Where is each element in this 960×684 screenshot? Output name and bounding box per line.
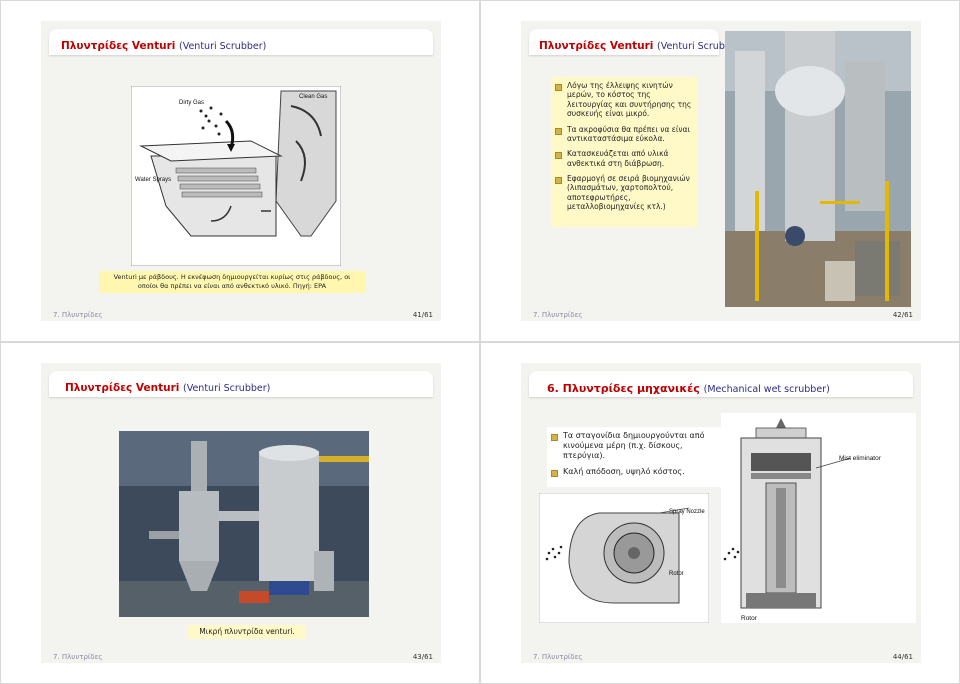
title-main: Πλυντρίδες Venturi (61, 40, 176, 52)
slide-44-canvas: 6. Πλυντρίδες μηχανικές (Mechanical wet … (521, 363, 921, 663)
slide-42-canvas: Πλυντρίδες Venturi (Venturi Scrubber) Λό… (521, 21, 921, 321)
bullet-item: Τα σταγονίδια δημιουργούνται από κινούμε… (551, 431, 723, 461)
title-sub: (Venturi Scrubber) (657, 41, 745, 52)
caption-text: Venturi με ράβδους. Η εκνέφωση δημιουργε… (113, 273, 351, 290)
water-sprays-label: Water Sprays (135, 177, 171, 183)
bullet-list: Τα σταγονίδια δημιουργούνται από κινούμε… (551, 431, 723, 477)
footer-section: 7. Πλυντρίδες (53, 311, 103, 319)
spray-nozzle-label: Spray Nozzle (669, 509, 705, 515)
rotor-bottom-label: Rotor (741, 615, 758, 622)
title-bar (529, 371, 913, 397)
footer-section: 7. Πλυντρίδες (533, 311, 583, 319)
title-bar (49, 371, 433, 397)
slide-title: Πλυντρίδες Venturi (Venturi Scrubber) (65, 382, 270, 394)
footer-page-number: 42/61 (892, 311, 913, 319)
mist-eliminator-label: Mist eliminator (839, 455, 882, 462)
bullet-item: Λόγω της έλλειψης κινητών μερών, το κόστ… (555, 81, 693, 119)
slide-title: Πλυντρίδες Venturi (Venturi Scrubber) (539, 40, 744, 52)
small-venturi-photo (119, 431, 369, 617)
footer-section: 7. Πλυντρίδες (533, 653, 583, 661)
bullet-item: Καλή απόδοση, υψηλό κόστος. (551, 467, 723, 477)
bullet-box: Λόγω της έλλειψης κινητών μερών, το κόστ… (551, 77, 697, 227)
title-main: 6. Πλυντρίδες μηχανικές (547, 382, 700, 395)
caption-text: Μικρή πλυντρίδα venturi. (199, 627, 295, 636)
industrial-scrubber-photo (725, 31, 911, 307)
footer-page-number: 44/61 (892, 653, 913, 661)
slide-44[interactable]: 6. Πλυντρίδες μηχανικές (Mechanical wet … (480, 342, 960, 684)
footer-page-number: 41/61 (412, 311, 433, 319)
slide-41-canvas: Πλυντρίδες Venturi (Venturi Scrubber) (41, 21, 441, 321)
title-bar (49, 29, 433, 55)
caption-box: Μικρή πλυντρίδα venturi. (188, 625, 306, 639)
bullet-item: Τα ακροφύσια θα πρέπει να είναι αντικατα… (555, 125, 693, 144)
title-main: Πλυντρίδες Venturi (539, 40, 654, 52)
title-bar (529, 29, 719, 55)
dirty-gas-label: Dirty Gas (179, 100, 204, 106)
slide-43-canvas: Πλυντρίδες Venturi (Venturi Scrubber) (41, 363, 441, 663)
title-sub: (Mechanical wet scrubber) (703, 384, 830, 395)
bullet-item: Εφαρμογή σε σειρά βιομηχανιών (λιπασμάτω… (555, 174, 693, 212)
slide-42[interactable]: Πλυντρίδες Venturi (Venturi Scrubber) Λό… (480, 0, 960, 342)
caption-box: Venturi με ράβδους. Η εκνέφωση δημιουργε… (99, 271, 365, 293)
venturi-rod-diagram: Dirty Gas Clean Gas Water Sprays (131, 86, 341, 266)
slide-title: 6. Πλυντρίδες μηχανικές (Mechanical wet … (547, 382, 830, 395)
slide-41[interactable]: Πλυντρίδες Venturi (Venturi Scrubber) (0, 0, 480, 342)
bullet-item: Κατασκευάζεται από υλικά ανθεκτικά στη δ… (555, 149, 693, 168)
clean-gas-label: Clean Gas (299, 94, 327, 100)
title-sub: (Venturi Scrubber) (183, 383, 271, 394)
title-main: Πλυντρίδες Venturi (65, 382, 180, 394)
footer-section: 7. Πλυντρίδες (53, 653, 103, 661)
bullet-box: Τα σταγονίδια δημιουργούνται από κινούμε… (547, 427, 727, 487)
rotor-scrubber-diagram: Spray Nozzle Rotor (539, 493, 709, 623)
rotor-label: Rotor (669, 571, 684, 577)
title-sub: (Venturi Scrubber) (179, 41, 267, 52)
mechanical-scrubber-tower-diagram: Mist eliminator Rotor (721, 413, 916, 623)
slide-title: Πλυντρίδες Venturi (Venturi Scrubber) (61, 40, 266, 52)
slide-43[interactable]: Πλυντρίδες Venturi (Venturi Scrubber) (0, 342, 480, 684)
bullet-list: Λόγω της έλλειψης κινητών μερών, το κόστ… (555, 81, 693, 212)
footer-page-number: 43/61 (412, 653, 433, 661)
